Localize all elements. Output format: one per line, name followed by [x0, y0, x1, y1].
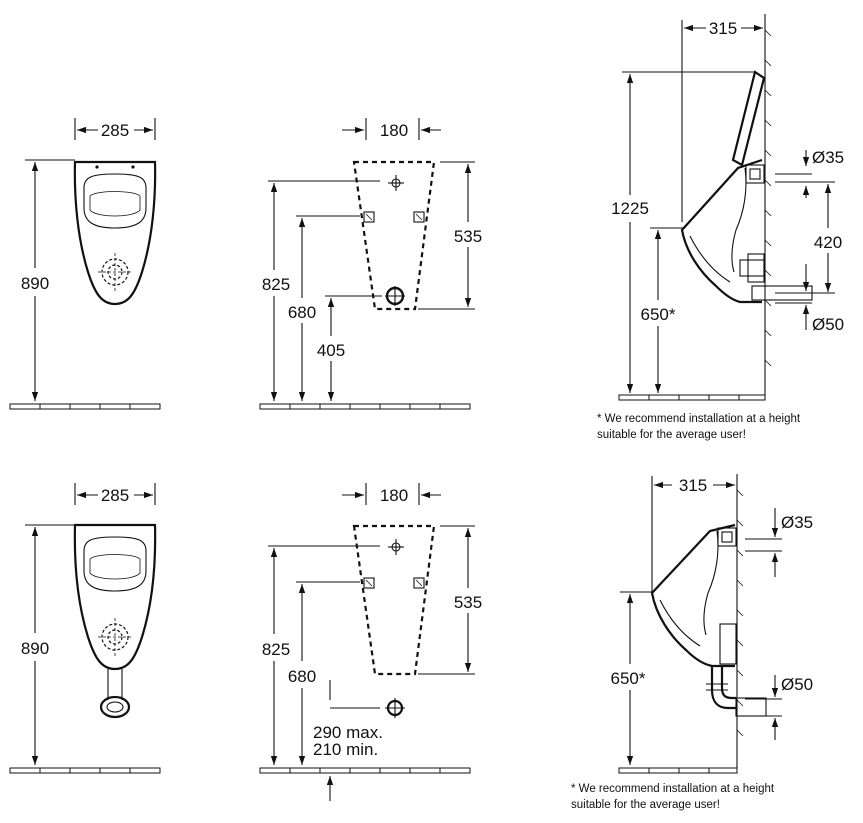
- diameter-35-dimension: Ø35: [781, 513, 813, 532]
- top-side-view: 315 1225 650* Ø35 420: [597, 14, 844, 441]
- diameter-35-dimension: Ø35: [812, 148, 844, 167]
- width-dimension: 285: [101, 121, 129, 140]
- wall: [736, 474, 744, 768]
- height-dimension: 890: [21, 274, 49, 293]
- top-rear-view: 180 825 680: [259, 118, 482, 410]
- installation-note-line2: suitable for the average user!: [571, 799, 720, 811]
- height-405-dimension: 405: [317, 341, 345, 360]
- depth-dimension: 315: [679, 476, 707, 495]
- mounting-bracket-left: [363, 577, 375, 589]
- mounting-bracket-right: [413, 577, 425, 589]
- width-dimension: 285: [101, 486, 129, 505]
- siphon-trap: [99, 669, 131, 719]
- floor-line: [618, 394, 766, 401]
- height-650-dimension: 650*: [611, 669, 646, 688]
- height-825-dimension: 825: [262, 275, 290, 294]
- height-dimension: 890: [21, 639, 49, 658]
- siphon-trap: [706, 666, 767, 717]
- installation-note-line1: * We recommend installation at a height: [597, 413, 801, 425]
- outlet-min-height: 210 min.: [313, 740, 378, 759]
- wall: [764, 14, 772, 400]
- width-dimension: 180: [380, 486, 408, 505]
- height-680-dimension: 680: [288, 667, 316, 686]
- width-dimension: 180: [380, 121, 408, 140]
- lid: [731, 70, 766, 167]
- urinal-front: [73, 523, 157, 719]
- fixing-cross-top: [388, 539, 404, 555]
- height-535-dimension: 535: [454, 227, 482, 246]
- floor-line: [259, 403, 471, 410]
- floor-line: [9, 767, 161, 774]
- urinal-side-profile: [650, 523, 737, 668]
- bottom-front-view: 285 890: [9, 483, 161, 774]
- drain-outlet-dashed: [98, 253, 132, 291]
- floor-line: [618, 767, 738, 774]
- bottom-rear-view: 180 825 680 535: [259, 483, 482, 801]
- urinal-front: [73, 160, 157, 306]
- depth-dimension: 315: [709, 19, 737, 38]
- floor-line: [259, 767, 471, 774]
- height-1225-dimension: 1225: [611, 199, 649, 218]
- drain-outlet-dashed: [98, 618, 132, 656]
- urinal-side-profile: [680, 158, 813, 304]
- mounting-bracket-right: [413, 211, 425, 223]
- installation-note-line1: * We recommend installation at a height: [571, 783, 775, 795]
- rear-outline: [352, 160, 436, 311]
- diameter-50-dimension: Ø50: [812, 315, 844, 334]
- rear-outline: [352, 524, 436, 676]
- fixing-cross-top: [388, 175, 404, 191]
- height-650-dimension: 650*: [641, 305, 676, 324]
- bottom-side-view: 315 650* Ø35 Ø50 * We recommend: [571, 474, 813, 811]
- height-680-dimension: 680: [288, 303, 316, 322]
- mounting-bracket-left: [363, 211, 375, 223]
- top-front-view: 285 890: [9, 118, 161, 410]
- outlet-circle: [385, 286, 405, 306]
- outlet-max-height: 290 max.: [313, 723, 383, 742]
- installation-note-line2: suitable for the average user!: [597, 429, 746, 441]
- height-825-dimension: 825: [262, 640, 290, 659]
- height-420-dimension: 420: [814, 233, 842, 252]
- floor-line: [9, 403, 161, 410]
- height-535-dimension: 535: [454, 593, 482, 612]
- outlet-circle: [385, 698, 405, 718]
- diameter-50-dimension: Ø50: [781, 675, 813, 694]
